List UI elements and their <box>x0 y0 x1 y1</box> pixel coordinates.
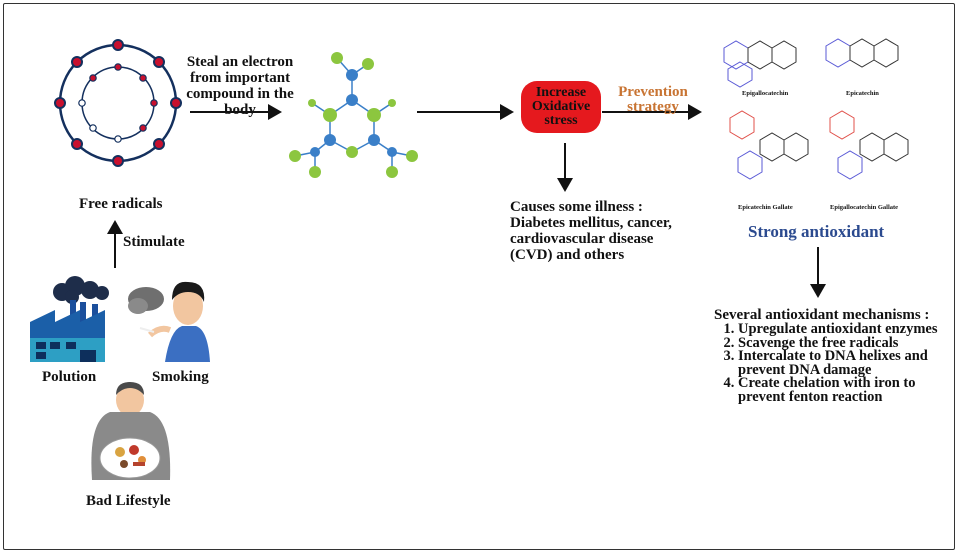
oxidative-line-2: Oxidative <box>531 99 591 114</box>
epicatechin-gallate-label: Epicatechin Gallate <box>738 204 793 211</box>
illness-line-1: Causes some illness : <box>510 199 643 215</box>
smoking-person-icon <box>128 281 210 362</box>
mechanisms-title: Several antioxidant mechanisms : <box>714 307 930 323</box>
epigallocatechin-label: Epigallocatechin <box>742 90 789 97</box>
prevention-line-1: Prevention <box>618 84 688 100</box>
prevention-line-2: strategy <box>627 99 679 115</box>
mechanisms-block: Several antioxidant mechanisms : Upregul… <box>714 307 954 404</box>
steal-line-4: body <box>224 102 256 118</box>
illness-line-3: cardiovascular disease <box>510 231 654 247</box>
mechanism-item: Upregulate antioxidant enzymes <box>738 322 954 337</box>
steal-line-2: from important <box>189 70 291 86</box>
oxidative-stress-box: Increase Oxidative stress <box>521 81 601 133</box>
stimulate-label: Stimulate <box>123 234 185 250</box>
factory-pollution-icon <box>30 276 109 362</box>
epigallocatechin-gallate-label: Epigallocatechin Gallate <box>830 204 899 211</box>
mechanism-item: Create chelation with iron to prevent fe… <box>738 376 954 404</box>
polution-label: Polution <box>42 369 97 385</box>
overweight-person-eating-icon <box>91 382 171 480</box>
diagram-frame <box>3 3 955 550</box>
mechanism-item: Intercalate to DNA helixes and prevent D… <box>738 349 954 377</box>
molecule-icon <box>289 52 418 178</box>
steal-line-1: Steal an electron <box>186 54 294 70</box>
oxidative-line-1: Increase <box>535 85 587 100</box>
strong-antioxidant-label: Strong antioxidant <box>748 222 885 241</box>
epigallocatechin-structure-icon <box>723 40 797 88</box>
epicatechin-structure-icon <box>825 38 899 68</box>
epicatechin-label: Epicatechin <box>846 90 879 97</box>
illness-line-4: (CVD) and others <box>510 247 625 263</box>
free-radical-atom-icon <box>54 39 182 167</box>
mechanisms-list: Upregulate antioxidant enzymes Scavenge … <box>714 322 954 404</box>
epigallocatechin-gallate-structure-icon <box>829 110 909 180</box>
illness-line-2: Diabetes mellitus, cancer, <box>510 215 672 231</box>
mechanism-item: Scavenge the free radicals <box>738 336 954 351</box>
oxidative-line-3: stress <box>544 113 578 128</box>
free-radicals-label: Free radicals <box>79 196 163 212</box>
illness-text: Causes some illness : Diabetes mellitus,… <box>510 199 690 263</box>
steal-line-3: compound in the <box>186 86 294 102</box>
prevention-strategy-label: Prevention strategy <box>612 85 694 115</box>
bad-lifestyle-label: Bad Lifestyle <box>86 493 171 509</box>
steal-electron-text: Steal an electron from important compoun… <box>186 54 294 118</box>
smoking-label: Smoking <box>152 369 209 385</box>
epicatechin-gallate-structure-icon <box>729 110 809 180</box>
